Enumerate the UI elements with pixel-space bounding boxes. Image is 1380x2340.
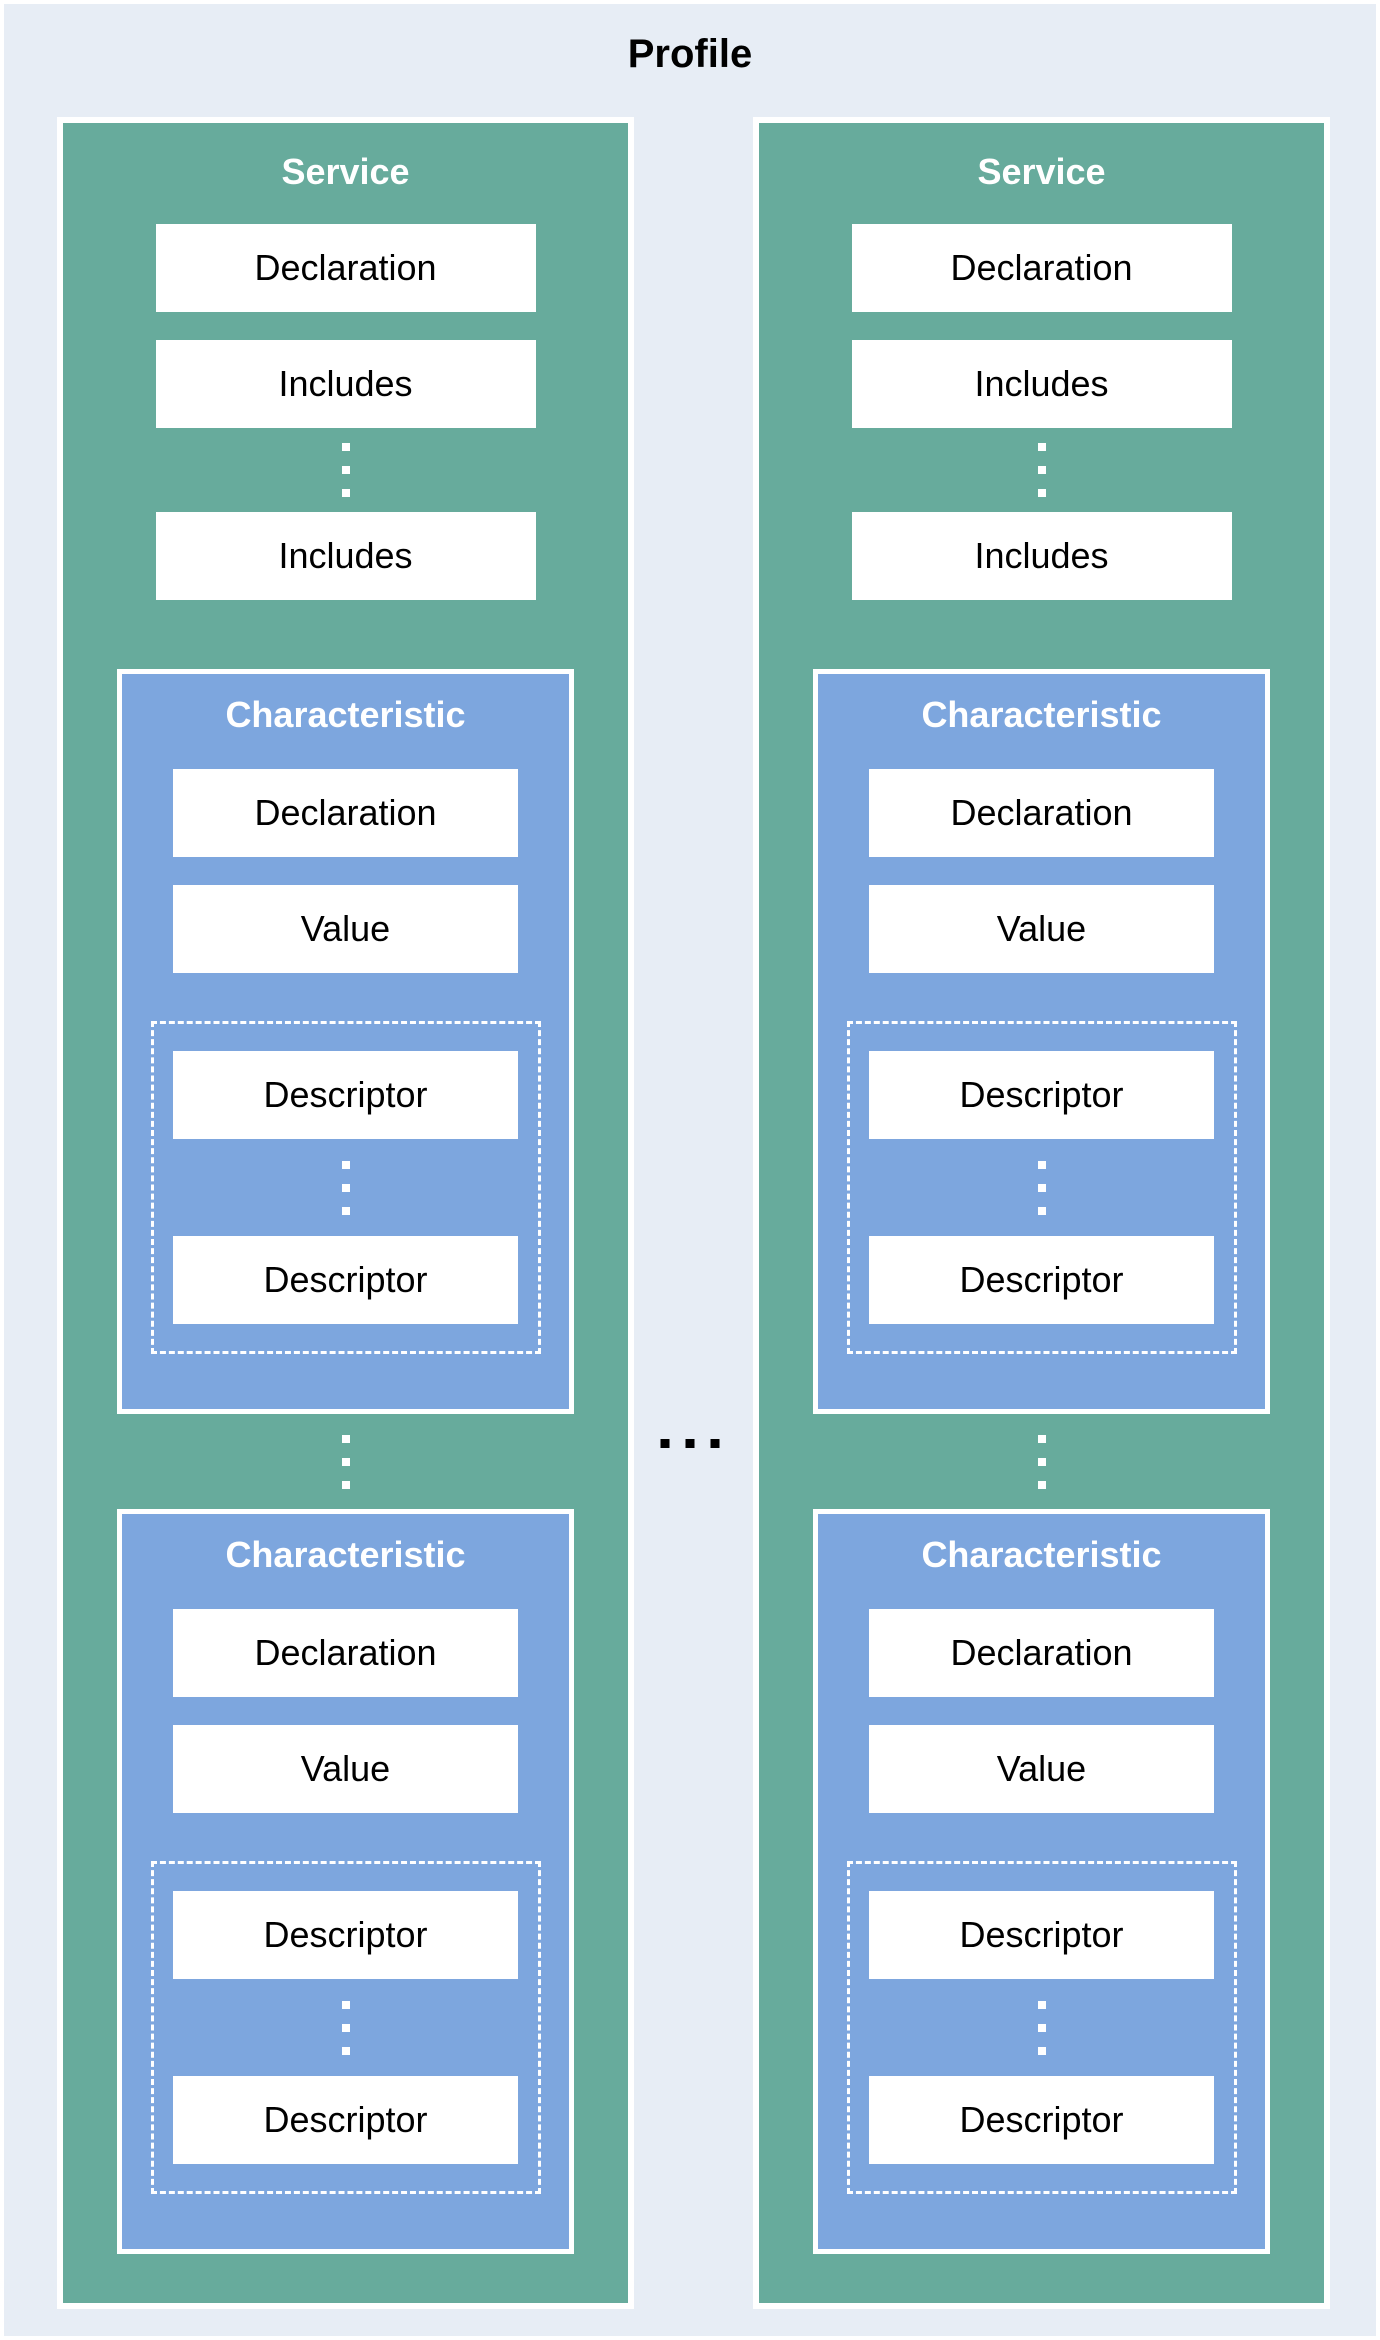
includes-box: Includes xyxy=(851,340,1232,428)
vertical-ellipsis-icon xyxy=(341,1139,350,1236)
vertical-ellipsis-icon xyxy=(341,1979,350,2076)
vertical-ellipsis-icon xyxy=(1037,1414,1046,1509)
vertical-ellipsis-icon xyxy=(341,1414,350,1509)
ellipsis-dot xyxy=(1037,2046,1046,2055)
ellipsis-dot xyxy=(1037,1160,1046,1169)
characteristic-box: Characteristic Declaration Value Descrip… xyxy=(117,1509,574,2254)
descriptor-box: Descriptor xyxy=(173,1051,518,1139)
descriptor-box: Descriptor xyxy=(869,1051,1214,1139)
ellipsis-dot xyxy=(341,2000,350,2009)
vertical-ellipsis-icon xyxy=(1037,1139,1046,1236)
descriptor-group: Descriptor Descriptor xyxy=(846,1021,1237,1354)
vertical-ellipsis-icon xyxy=(1037,428,1046,512)
ellipsis-dot xyxy=(1037,489,1046,497)
includes-box: Includes xyxy=(155,340,536,428)
descriptor-box: Descriptor xyxy=(173,1891,518,1979)
ellipsis-dot xyxy=(341,443,350,451)
descriptor-group: Descriptor Descriptor xyxy=(846,1861,1237,2194)
characteristic-value-box: Value xyxy=(869,1725,1214,1813)
ellipsis-dot xyxy=(341,2046,350,2055)
ellipsis-dot xyxy=(685,1439,695,1448)
service-declaration-box: Declaration xyxy=(851,224,1232,312)
characteristic-title: Characteristic xyxy=(225,1534,466,1575)
characteristic-declaration-box: Declaration xyxy=(173,769,518,857)
profile-title: Profile xyxy=(627,32,753,76)
descriptor-group: Descriptor Descriptor xyxy=(150,1861,541,2194)
ellipsis-dot xyxy=(341,1183,350,1192)
characteristic-value-box: Value xyxy=(869,885,1214,973)
ellipsis-dot xyxy=(1037,1434,1046,1443)
service-title: Service xyxy=(281,151,410,192)
ellipsis-dot xyxy=(341,466,350,474)
ellipsis-dot xyxy=(341,1206,350,1215)
service-box-1: Service Declaration Includes Includes Ch… xyxy=(57,117,634,2309)
ellipsis-dot xyxy=(341,1457,350,1466)
descriptor-box: Descriptor xyxy=(869,1236,1214,1324)
ellipsis-dot xyxy=(1037,1206,1046,1215)
ellipsis-dot xyxy=(341,1480,350,1489)
vertical-ellipsis-icon xyxy=(341,428,350,512)
vertical-ellipsis-icon xyxy=(1037,1979,1046,2076)
ellipsis-dot xyxy=(1037,1457,1046,1466)
characteristic-box: Characteristic Declaration Value Descrip… xyxy=(813,1509,1270,2254)
ellipsis-dot xyxy=(1037,466,1046,474)
ellipsis-dot xyxy=(710,1439,720,1448)
ellipsis-dot xyxy=(341,1160,350,1169)
ellipsis-dot xyxy=(341,489,350,497)
horizontal-ellipsis-icon xyxy=(660,1439,720,1448)
includes-box: Includes xyxy=(155,512,536,600)
service-title: Service xyxy=(977,151,1106,192)
ellipsis-dot xyxy=(341,2023,350,2032)
service-declaration-box: Declaration xyxy=(155,224,536,312)
ellipsis-dot xyxy=(1037,1480,1046,1489)
characteristic-value-box: Value xyxy=(173,1725,518,1813)
services-row: Service Declaration Includes Includes Ch… xyxy=(4,117,1376,2309)
ellipsis-dot xyxy=(1037,443,1046,451)
characteristic-declaration-box: Declaration xyxy=(173,1609,518,1697)
service-box-2: Service Declaration Includes Includes Ch… xyxy=(753,117,1330,2309)
descriptor-box: Descriptor xyxy=(869,1891,1214,1979)
ellipsis-dot xyxy=(1037,2023,1046,2032)
descriptor-group: Descriptor Descriptor xyxy=(150,1021,541,1354)
characteristic-box: Characteristic Declaration Value Descrip… xyxy=(813,669,1270,1414)
descriptor-box: Descriptor xyxy=(869,2076,1214,2164)
ellipsis-dot xyxy=(1037,2000,1046,2009)
ellipsis-dot xyxy=(660,1439,670,1448)
characteristic-title: Characteristic xyxy=(921,1534,1162,1575)
ellipsis-dot xyxy=(341,1434,350,1443)
descriptor-box: Descriptor xyxy=(173,1236,518,1324)
characteristic-title: Characteristic xyxy=(225,694,466,735)
characteristic-declaration-box: Declaration xyxy=(869,1609,1214,1697)
ellipsis-dot xyxy=(1037,1183,1046,1192)
descriptor-box: Descriptor xyxy=(173,2076,518,2164)
characteristic-title: Characteristic xyxy=(921,694,1162,735)
characteristic-box: Characteristic Declaration Value Descrip… xyxy=(117,669,574,1414)
characteristic-value-box: Value xyxy=(173,885,518,973)
characteristic-declaration-box: Declaration xyxy=(869,769,1214,857)
includes-box: Includes xyxy=(851,512,1232,600)
